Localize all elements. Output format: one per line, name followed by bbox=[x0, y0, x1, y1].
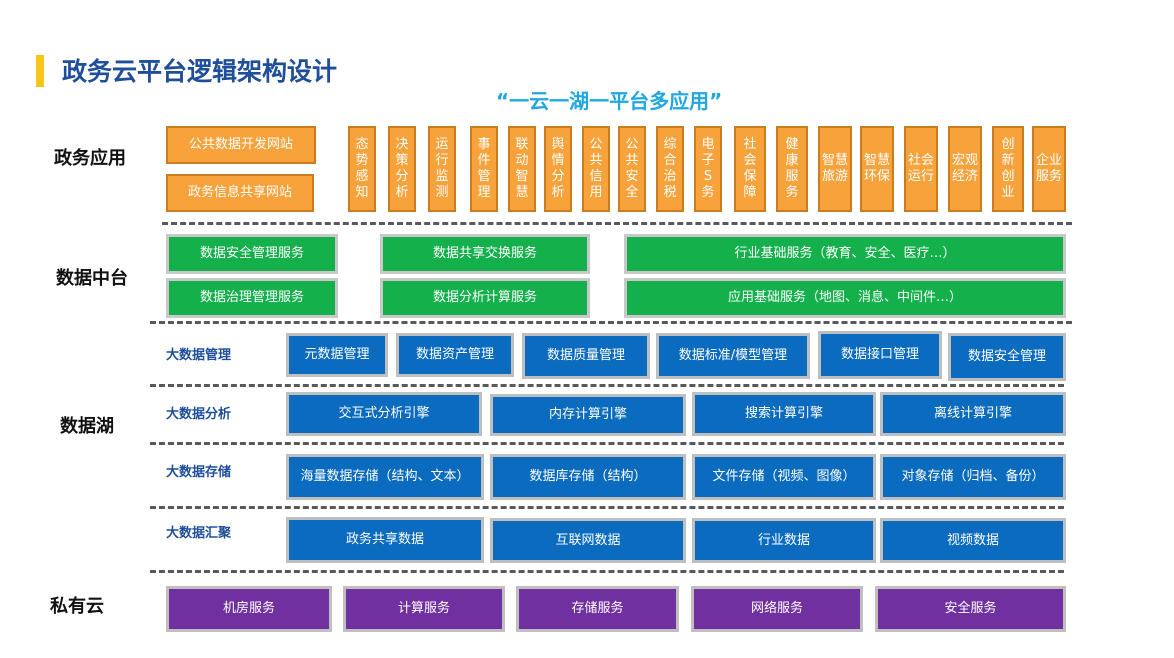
layer-label-private-cloud: 私有云 bbox=[50, 596, 104, 617]
data-mid-service: 数据治理管理服务 bbox=[166, 278, 338, 318]
lake-storage-box: 对象存储（归档、备份） bbox=[880, 454, 1066, 500]
website-box: 政务信息共享网站 bbox=[166, 174, 314, 212]
app-item: 公共安全 bbox=[618, 126, 646, 212]
lake-analysis-box: 交互式分析引擎 bbox=[286, 392, 482, 436]
lake-gather-box: 行业数据 bbox=[692, 518, 876, 563]
sub-label-storage: 大数据存储 bbox=[166, 465, 232, 480]
lake-storage-box: 海量数据存储（结构、文本） bbox=[286, 454, 484, 500]
lake-mgmt-box: 数据资产管理 bbox=[396, 333, 514, 377]
app-item: 事件管理 bbox=[470, 126, 498, 212]
lake-gather-box: 政务共享数据 bbox=[286, 517, 484, 563]
private-cloud-service: 机房服务 bbox=[166, 586, 332, 632]
lake-mgmt-box: 数据质量管理 bbox=[522, 333, 650, 379]
lake-mgmt-box: 数据标准/模型管理 bbox=[656, 333, 810, 379]
app-item: 电子S务 bbox=[694, 126, 722, 212]
lake-mgmt-box: 数据安全管理 bbox=[948, 333, 1066, 381]
app-item: 智慧环保 bbox=[860, 126, 894, 212]
separator-line bbox=[150, 570, 1064, 573]
data-mid-service: 数据分析计算服务 bbox=[380, 278, 590, 318]
app-item: 健康服务 bbox=[776, 126, 808, 212]
lake-analysis-box: 离线计算引擎 bbox=[880, 392, 1066, 436]
lake-mgmt-box: 元数据管理 bbox=[286, 333, 388, 377]
layer-label-lake: 数据湖 bbox=[60, 416, 114, 437]
data-mid-service: 行业基础服务（教育、安全、医疗…） bbox=[624, 234, 1066, 274]
app-item: 智慧旅游 bbox=[818, 126, 852, 212]
private-cloud-service: 安全服务 bbox=[875, 586, 1066, 632]
app-item: 创新创业 bbox=[992, 126, 1024, 212]
app-item: 联动智慧 bbox=[508, 126, 536, 212]
data-mid-service: 数据共享交换服务 bbox=[380, 234, 590, 274]
app-item: 态势感知 bbox=[348, 126, 376, 212]
website-box: 公共数据开发网站 bbox=[166, 126, 316, 164]
lake-gather-box: 视频数据 bbox=[880, 518, 1066, 563]
app-item: 宏观经济 bbox=[948, 126, 982, 212]
app-item: 运行监测 bbox=[428, 126, 456, 212]
sub-label-mgmt: 大数据管理 bbox=[166, 348, 232, 363]
app-item: 舆情分析 bbox=[544, 126, 572, 212]
private-cloud-service: 计算服务 bbox=[343, 586, 505, 632]
separator-line bbox=[162, 222, 1072, 225]
lake-analysis-box: 内存计算引擎 bbox=[490, 394, 686, 436]
app-item: 决策分析 bbox=[388, 126, 416, 212]
layer-label-data-mid: 数据中台 bbox=[56, 268, 128, 289]
title-accent-bar bbox=[36, 55, 44, 87]
page-title: 政务云平台逻辑架构设计 bbox=[62, 57, 338, 86]
data-mid-service: 数据安全管理服务 bbox=[166, 234, 338, 274]
sub-label-gather: 大数据汇聚 bbox=[166, 526, 232, 541]
app-item: 社会保障 bbox=[734, 126, 766, 212]
sub-label-analysis: 大数据分析 bbox=[166, 407, 232, 422]
layer-label-apps: 政务应用 bbox=[54, 148, 126, 169]
lake-gather-box: 互联网数据 bbox=[490, 518, 686, 563]
app-item: 企业服务 bbox=[1032, 126, 1066, 212]
separator-line bbox=[150, 442, 1064, 445]
app-item: 综合治税 bbox=[656, 126, 684, 212]
lake-mgmt-box: 数据接口管理 bbox=[818, 331, 942, 379]
private-cloud-service: 网络服务 bbox=[691, 586, 863, 632]
data-mid-service: 应用基础服务（地图、消息、中间件…） bbox=[624, 278, 1066, 318]
lake-analysis-box: 搜索计算引擎 bbox=[692, 392, 876, 436]
private-cloud-service: 存储服务 bbox=[516, 586, 679, 632]
slogan: “一云一湖一平台多应用” bbox=[496, 89, 723, 113]
separator-line bbox=[150, 321, 1072, 324]
separator-line bbox=[150, 384, 1064, 387]
lake-storage-box: 数据库存储（结构） bbox=[490, 454, 686, 500]
separator-line bbox=[150, 506, 1064, 509]
lake-storage-box: 文件存储（视频、图像） bbox=[692, 454, 876, 500]
app-item: 社会运行 bbox=[904, 126, 938, 212]
app-item: 公共信用 bbox=[582, 126, 610, 212]
